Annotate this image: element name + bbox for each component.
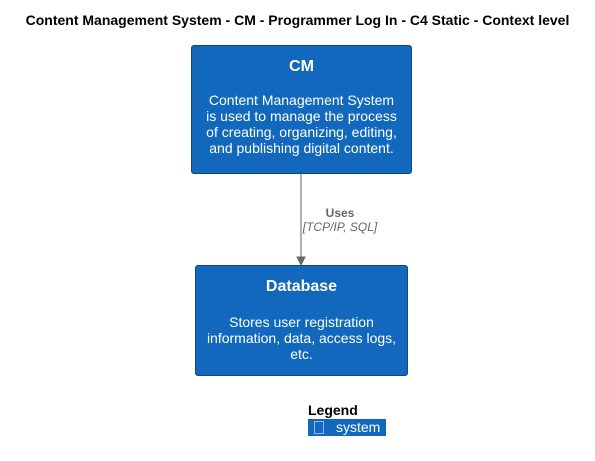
relationship-technology: [TCP/IP, SQL] — [302, 220, 378, 234]
diagram-title: Content Management System - CM - Program… — [25, 12, 570, 28]
system-box-cm[interactable]: CM Content Management System is used to … — [191, 45, 412, 174]
legend-swatch-icon — [314, 421, 324, 434]
arrowhead-icon — [296, 256, 306, 267]
legend-item-label: system — [336, 419, 381, 435]
system-description: Stores user registration information, da… — [206, 314, 397, 362]
system-box-database[interactable]: Database Stores user registration inform… — [195, 265, 408, 376]
legend-item-system: system — [308, 419, 386, 436]
system-description: Content Management System is used to man… — [206, 92, 397, 156]
legend-title: Legend — [308, 402, 358, 418]
relationship-label: Uses [TCP/IP, SQL] — [290, 206, 390, 234]
legend: Legend system — [308, 402, 386, 436]
system-name: Database — [265, 278, 338, 295]
system-name: CM — [289, 58, 314, 75]
relationship-verb: Uses — [325, 206, 355, 220]
